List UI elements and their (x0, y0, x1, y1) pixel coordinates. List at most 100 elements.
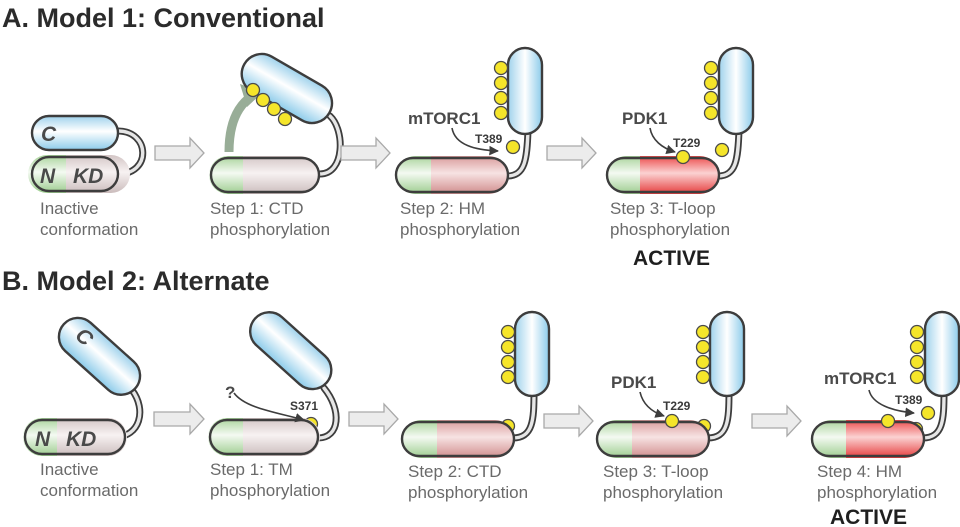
c-terminal-domain (717, 46, 755, 136)
step-arrow (340, 136, 391, 170)
phosphate-icon (695, 354, 711, 370)
phosphate-icon (493, 105, 509, 121)
kinase-label: mTORC1 (408, 109, 480, 128)
caption-line2: conformation (40, 220, 138, 239)
b-step2-state: Step 2: CTD phosphorylation (400, 310, 551, 502)
caption-line1: Inactive (40, 199, 99, 218)
hm-phosphate-icon (714, 142, 730, 158)
a-step3-state: PDK1 T229 Step 3: T-loop phosphorylation… (605, 46, 755, 270)
tloop-phosphate-icon (664, 413, 680, 429)
phosphate-icon (703, 60, 719, 76)
caption-line1: Step 2: HM (400, 199, 485, 218)
phosphate-icon (500, 339, 516, 355)
phosphate-icon (909, 324, 925, 340)
panel-b: B. Model 2: Alternate C N KD Inactive co… (2, 266, 960, 527)
phosphate-icon (695, 369, 711, 385)
site-label: T389 (475, 132, 503, 146)
caption-line1: Inactive (40, 460, 99, 479)
step-arrow (153, 402, 205, 436)
site-label: S371 (290, 399, 318, 413)
a-inactive-state: C N KD Inactive conformation (28, 114, 147, 239)
b-step1-state: ? S371 Step 1: TM phosphorylation (208, 311, 340, 500)
caption-line1: Step 1: CTD (210, 199, 304, 218)
kinase-label: PDK1 (622, 109, 667, 128)
panel-a: A. Model 1: Conventional C N KD Inactive… (2, 3, 755, 270)
kinase-domain (812, 420, 924, 458)
linker (704, 388, 733, 442)
phosphate-icon (245, 82, 261, 98)
c-domain-label: C (41, 123, 57, 146)
c-terminal-domain (708, 310, 746, 398)
phosphate-icon (500, 369, 516, 385)
caption-line2: phosphorylation (210, 220, 330, 239)
phosphate-icon (695, 324, 711, 340)
kinase-domain (209, 156, 319, 194)
kinase-domain (402, 420, 514, 458)
b-step3-state: PDK1 T229 Step 3: T-loop phosphorylation (595, 310, 746, 502)
caption-line1: Step 3: T-loop (610, 199, 716, 218)
kinase-action-arrow (649, 127, 676, 155)
kinase-domain (28, 155, 130, 193)
phosphate-icon (703, 75, 719, 91)
kd-label: KD (73, 165, 103, 188)
site-label: T229 (663, 399, 691, 413)
step-arrow (154, 136, 205, 170)
caption-line1: Step 4: HM (817, 462, 902, 481)
phosphate-icon (703, 105, 719, 121)
phosphate-icon (493, 90, 509, 106)
hm-phosphate-icon (505, 139, 521, 155)
kinase-label: mTORC1 (824, 369, 896, 388)
kd-label: KD (66, 428, 96, 451)
phosphate-icon (909, 369, 925, 385)
site-label: T389 (895, 393, 923, 407)
site-label: T229 (673, 136, 701, 150)
c-terminal-domain (30, 114, 120, 152)
step-arrow (543, 404, 594, 438)
kinase-domain (208, 418, 320, 456)
panel-b-title: B. Model 2: Alternate (2, 266, 270, 296)
c-terminal-domain (57, 316, 142, 396)
c-terminal-domain (506, 46, 544, 136)
panel-a-title: A. Model 1: Conventional (2, 3, 325, 33)
caption-line1: Step 1: TM (210, 460, 293, 479)
phosphate-icon (493, 75, 509, 91)
caption-line1: Step 3: T-loop (603, 462, 709, 481)
caption-line2: phosphorylation (817, 483, 937, 502)
n-lobe-label: N (35, 428, 51, 451)
step-arrow (348, 402, 399, 436)
a-step1-state: Step 1: CTD phosphorylation (209, 52, 344, 239)
kinase-action-arrow (639, 391, 665, 418)
caption-line2: phosphorylation (408, 483, 528, 502)
kinase-domain (23, 418, 127, 456)
kinase-label: ? (225, 383, 235, 402)
active-label: ACTIVE (830, 506, 907, 527)
phosphate-icon (703, 90, 719, 106)
c-terminal-domain (248, 311, 333, 391)
phosphate-icon (266, 101, 282, 117)
c-terminal-domain (923, 310, 960, 398)
caption-line2: phosphorylation (603, 483, 723, 502)
c-terminal-domain (513, 310, 551, 398)
step-arrow (751, 404, 802, 438)
kinase-action-arrow (233, 392, 305, 423)
kinase-domain (597, 420, 709, 458)
caption-line1: Step 2: CTD (408, 462, 502, 481)
hm-phosphate-icon (920, 405, 936, 421)
kinase-domain (607, 156, 719, 194)
step-arrow (546, 136, 597, 170)
kinase-action-arrow (868, 389, 915, 417)
caption-line2: conformation (40, 481, 138, 500)
kinase-domain (396, 156, 508, 194)
b-step4-state: mTORC1 T389 Step 4: HM phosphorylation A… (810, 310, 960, 527)
a-step2-state: mTORC1 T389 Step 2: HM phosphorylation (394, 46, 544, 239)
b-inactive-state: C N KD Inactive conformation (23, 316, 144, 500)
tloop-phosphate-icon (675, 149, 691, 165)
linker (509, 388, 538, 442)
caption-line2: phosphorylation (610, 220, 730, 239)
phosphate-icon (909, 354, 925, 370)
caption-line2: phosphorylation (400, 220, 520, 239)
kinase-label: PDK1 (611, 373, 656, 392)
phosphate-icon (909, 339, 925, 355)
phosphate-icon (695, 339, 711, 355)
